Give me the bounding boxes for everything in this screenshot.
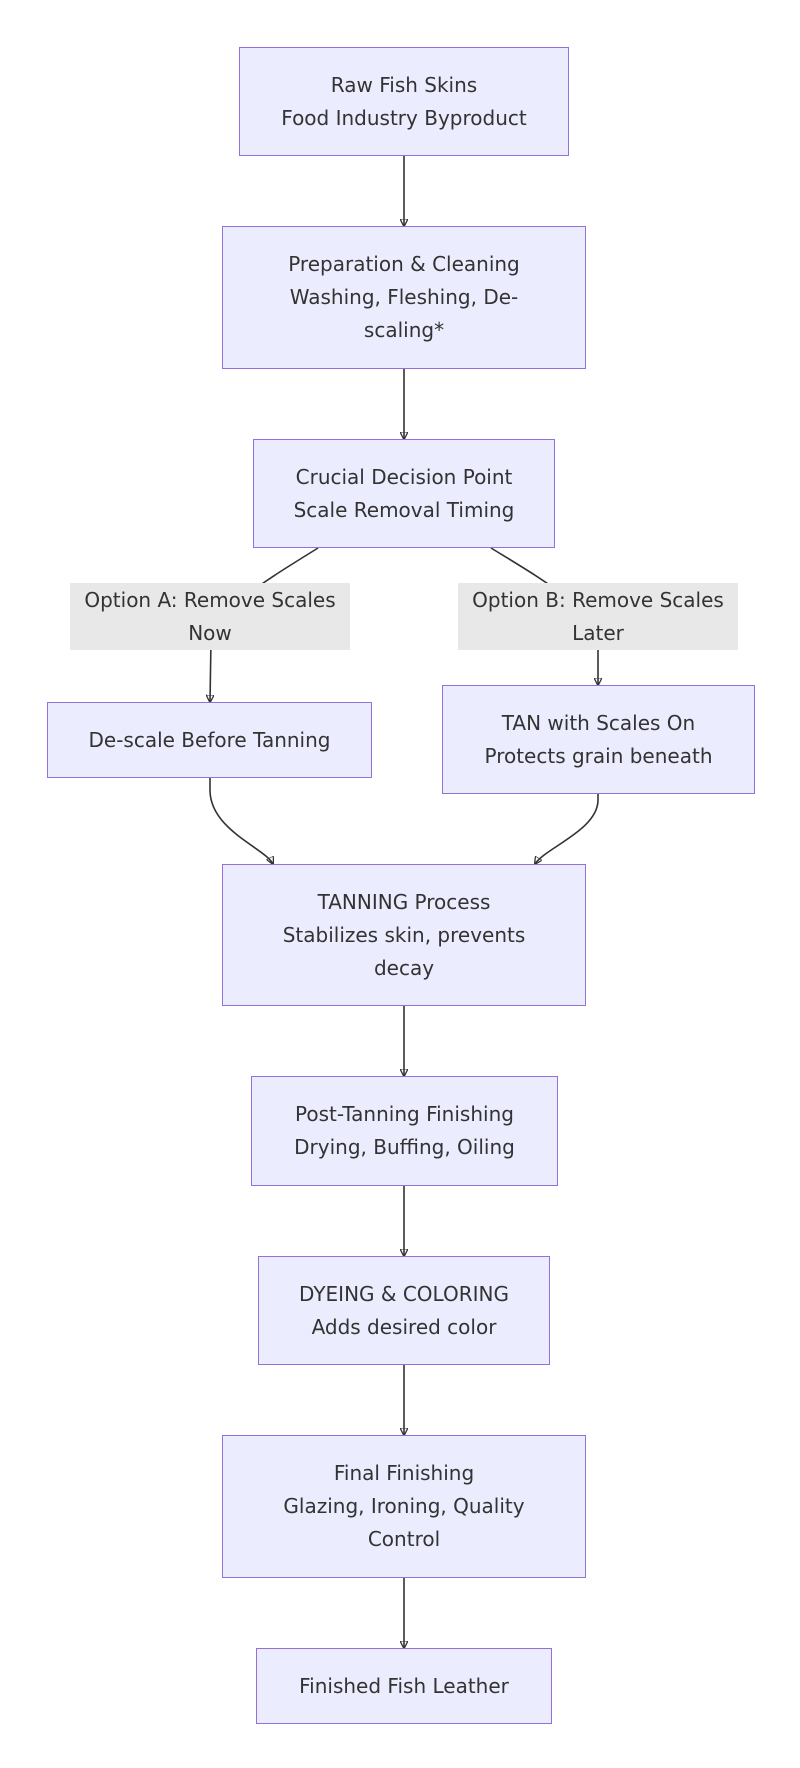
node-tan-scales-detail: Protects grain beneath [484,743,713,768]
node-finished-fish-leather: Finished Fish Leather [256,1648,552,1724]
node-preparation-cleaning: Preparation & Cleaning Washing, Fleshing… [222,226,586,369]
node-dyeing-detail: Adds desired color [311,1314,497,1339]
node-dyeing-coloring: DYEING & COLORING Adds desired color [258,1256,550,1365]
node-descale-title: De-scale Before Tanning [88,727,331,752]
node-descale-before-tanning: De-scale Before Tanning [47,702,372,778]
node-post-tanning-title: Post-Tanning Finishing [295,1102,514,1126]
node-crucial-decision-point: Crucial Decision Point Scale Removal Tim… [253,439,555,548]
node-post-tanning-detail: Drying, Buffing, Oiling [294,1135,515,1159]
edge-descale-to-tanning [209,778,273,864]
edge-label-option-b-line1: Option B: Remove Scales [472,587,724,612]
edge-label-option-a-line2: Now [188,620,232,645]
node-preparation-title: Preparation & Cleaning [288,252,520,276]
node-tanning-detail: Stabilizes skin, prevents [282,922,526,947]
node-final-finishing-title: Final Finishing [333,1461,475,1485]
node-tan-scales-title: TAN with Scales On [501,710,696,735]
node-raw-fish-skins-title: Raw Fish Skins [330,72,478,97]
node-dyeing-title: DYEING & COLORING [299,1281,509,1306]
node-preparation-detail: Washing, Fleshing, De- [289,285,519,309]
node-tanning-detail-cont: decay [373,955,435,980]
node-tan-with-scales-on: TAN with Scales On Protects grain beneat… [442,685,755,794]
node-decision-title: Crucial Decision Point [295,464,513,489]
edge-tan-scales-to-tanning [535,794,599,864]
edge-label-option-a: Option A: Remove Scales Now [70,583,350,650]
node-raw-fish-skins-detail: Food Industry Byproduct [281,105,527,130]
node-post-tanning-finishing: Post-Tanning Finishing Drying, Buffing, … [251,1076,558,1186]
node-final-finishing-detail-cont: Control [367,1527,441,1551]
node-finished-title: Finished Fish Leather [299,1673,509,1698]
node-tanning-process: TANNING Process Stabilizes skin, prevent… [222,864,586,1006]
node-final-finishing-detail: Glazing, Ironing, Quality [283,1494,525,1518]
node-preparation-detail-cont: scaling* [363,318,445,342]
node-decision-detail: Scale Removal Timing [293,497,515,522]
edge-label-option-a-line1: Option A: Remove Scales [84,587,336,612]
node-final-finishing: Final Finishing Glazing, Ironing, Qualit… [222,1435,586,1578]
node-tanning-title: TANNING Process [317,889,491,914]
edge-label-option-b: Option B: Remove Scales Later [458,583,738,650]
node-raw-fish-skins: Raw Fish Skins Food Industry Byproduct [239,47,569,156]
edge-label-option-b-line2: Later [572,620,624,645]
